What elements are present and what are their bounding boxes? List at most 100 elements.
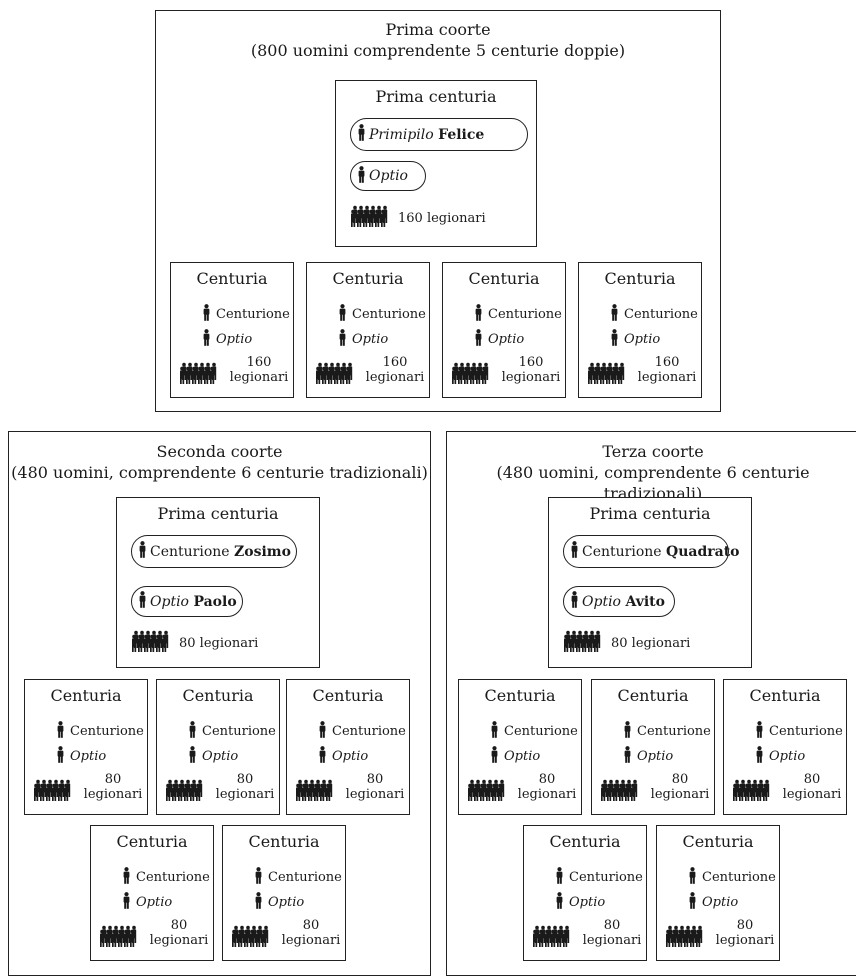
- centurion-row: Centurione: [688, 867, 776, 888]
- officer-pill: Centurione Zosimo: [131, 535, 297, 568]
- soldier-icon: [138, 591, 147, 612]
- soldier-icon: [318, 721, 327, 742]
- centurion-label: Centurione: [769, 724, 843, 739]
- century-title: Centuria: [312, 686, 384, 705]
- troop-count-unit: legionari: [637, 370, 697, 385]
- soldier-icon: [623, 721, 632, 742]
- century-title: Centuria: [682, 832, 754, 851]
- optio-label: Optio: [624, 332, 661, 347]
- centurion-label: Centurione: [352, 307, 426, 322]
- troops-row: 80 legionari: [131, 629, 258, 657]
- optio-row: Optio: [623, 746, 673, 767]
- optio-label: Optio: [268, 895, 305, 910]
- soldier-icon: [254, 867, 263, 888]
- soldier-icon: [338, 329, 347, 350]
- century-title: Centuria: [182, 686, 254, 705]
- troop-count-number: 80: [104, 772, 122, 787]
- soldier-icon: [570, 591, 579, 612]
- soldier-icon: [138, 541, 147, 562]
- troop-group-icon: [600, 778, 638, 806]
- soldier-icon: [202, 329, 211, 350]
- optio-rank: Optio: [150, 593, 189, 610]
- troop-group-icon: [231, 924, 269, 952]
- centurion-row: Centurione: [474, 304, 562, 325]
- soldier-icon: [338, 304, 347, 325]
- troop-count-number: 80: [366, 772, 384, 787]
- optio-row: Optio: [610, 329, 660, 350]
- centurion-label: Centurione: [268, 870, 342, 885]
- century-title: Centuria: [196, 269, 268, 288]
- soldier-icon: [56, 746, 65, 767]
- optio-label: Optio: [504, 749, 541, 764]
- troop-count-unit: legionari: [365, 370, 425, 385]
- soldier-icon: [357, 124, 366, 145]
- troop-count-unit: legionari: [345, 787, 405, 802]
- soldier-icon: [254, 892, 263, 913]
- troop-group-icon: [33, 778, 71, 806]
- soldier-icon: [755, 721, 764, 742]
- troop-group-icon: [451, 361, 489, 389]
- soldier-icon: [570, 541, 579, 562]
- optio-row: Optio: [688, 892, 738, 913]
- optio-label: Optio: [637, 749, 674, 764]
- optio-row: Optio: [254, 892, 304, 913]
- officer-name: Zosimo: [234, 543, 291, 560]
- troop-count-number: 160: [518, 355, 544, 370]
- optio-row: Optio: [202, 329, 252, 350]
- troop-group-icon: [165, 778, 203, 806]
- optio-row: Optio: [474, 329, 524, 350]
- century-title: Centuria: [749, 686, 821, 705]
- centurion-row: Centurione: [338, 304, 426, 325]
- centurion-label: Centurione: [624, 307, 698, 322]
- soldier-icon: [357, 165, 366, 187]
- troop-group-icon: [295, 778, 333, 806]
- century-title: Centuria: [116, 832, 188, 851]
- soldier-icon: [202, 304, 211, 325]
- optio-label: Optio: [488, 332, 525, 347]
- soldier-icon: [555, 892, 564, 913]
- troops-label: 80 legionari: [611, 635, 691, 651]
- centurion-row: Centurione: [555, 867, 643, 888]
- troop-group-icon: [131, 629, 169, 657]
- officer-rank: Centurione: [150, 543, 230, 560]
- troop-count-unit: legionari: [281, 933, 341, 948]
- centurion-row: Centurione: [188, 721, 276, 742]
- centurion-row: Centurione: [202, 304, 290, 325]
- centurion-label: Centurione: [504, 724, 578, 739]
- troops-row: 160 legionari: [350, 204, 486, 232]
- optio-label: Optio: [70, 749, 107, 764]
- optio-label: Optio: [136, 895, 173, 910]
- troops-row: 80 legionari: [563, 629, 690, 657]
- soldier-icon: [188, 746, 197, 767]
- troop-count-unit: legionari: [650, 787, 710, 802]
- troop-count-unit: legionari: [782, 787, 842, 802]
- centurion-label: Centurione: [569, 870, 643, 885]
- troop-group-icon: [99, 924, 137, 952]
- troop-group-icon: [732, 778, 770, 806]
- first-century-title: Prima centuria: [375, 87, 497, 106]
- centurion-label: Centurione: [136, 870, 210, 885]
- soldier-icon: [623, 746, 632, 767]
- troops-label: 80 legionari: [179, 635, 259, 651]
- soldier-icon: [490, 721, 499, 742]
- troop-group-icon: [179, 361, 217, 389]
- troop-count-number: 80: [603, 918, 621, 933]
- soldier-icon: [188, 721, 197, 742]
- optio-row: Optio: [555, 892, 605, 913]
- soldier-icon: [610, 329, 619, 350]
- optio-label: Optio: [769, 749, 806, 764]
